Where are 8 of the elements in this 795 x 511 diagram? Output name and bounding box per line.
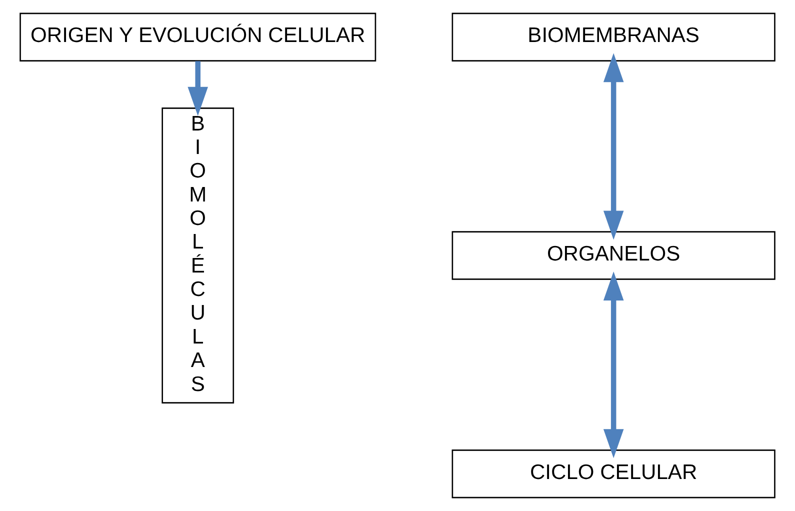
arrow	[188, 61, 208, 116]
arrow	[603, 272, 624, 458]
arrow	[603, 53, 624, 240]
node-box: BIOMOLÉCULAS	[162, 108, 234, 404]
node-box: BIOMEMBRANAS	[452, 12, 776, 62]
node-box: ORGANELOS	[452, 231, 776, 280]
node-box: CICLO CELULAR	[452, 450, 776, 498]
node-box: ORIGEN Y EVOLUCIÓN CELULAR	[20, 12, 376, 62]
